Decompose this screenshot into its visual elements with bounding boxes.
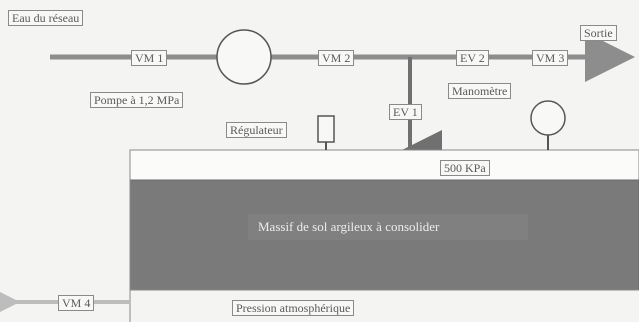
tank-chamber <box>129 149 639 181</box>
label-500-kpa: 500 KPa <box>440 160 490 176</box>
label-eau-du-reseau: Eau du réseau <box>8 10 84 26</box>
label-massif: Massif de sol argileux à consolider <box>258 219 440 234</box>
valve-ev1: EV 1 <box>389 104 422 120</box>
label-pompe: Pompe à 1,2 MPa <box>90 92 184 108</box>
massif-label-backdrop <box>248 214 528 240</box>
label-sortie: Sortie <box>580 25 617 41</box>
label-regulateur: Régulateur <box>226 122 287 138</box>
valve-vm3: VM 3 <box>532 50 569 66</box>
label-manometre: Manomètre <box>448 83 512 99</box>
valve-vm1: VM 1 <box>131 50 168 66</box>
label-pression-atmospherique: Pression atmosphérique <box>232 300 355 316</box>
manometer-gauge <box>530 100 566 136</box>
valve-ev2: EV 2 <box>456 50 489 66</box>
regulator-body <box>317 115 335 143</box>
valve-vm2: VM 2 <box>318 50 355 66</box>
pump-circle <box>216 29 272 85</box>
valve-vm4: VM 4 <box>58 295 95 311</box>
